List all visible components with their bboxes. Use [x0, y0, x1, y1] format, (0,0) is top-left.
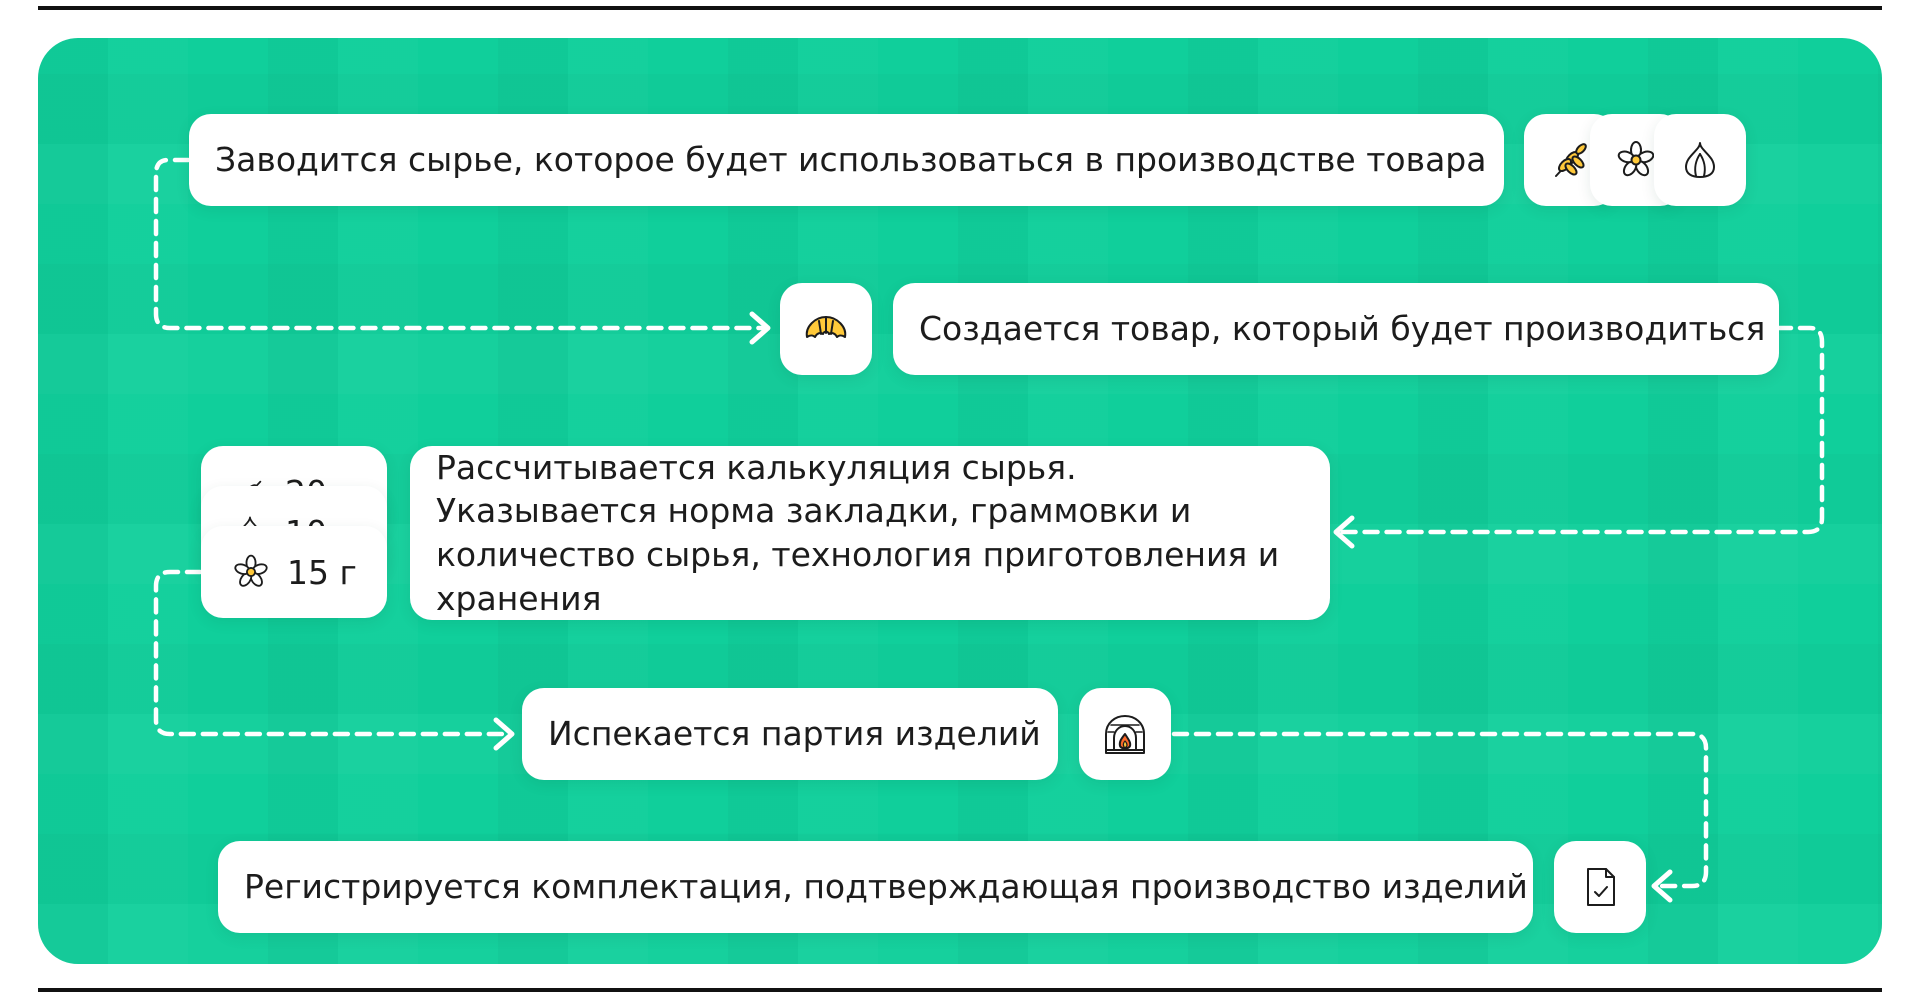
- step-complete: Регистрируется комплектация, подтверждаю…: [218, 841, 1533, 933]
- step-complete-text: Регистрируется комплектация, подтверждаю…: [244, 867, 1528, 907]
- top-rule: [38, 6, 1882, 10]
- step-bake-text: Испекается партия изделий: [548, 714, 1041, 754]
- step-calculation-text: Рассчитывается калькуляция сырья. Указыв…: [436, 447, 1280, 618]
- icon-card-oven: [1079, 688, 1171, 780]
- document-check-icon: [1587, 868, 1615, 906]
- step-bake: Испекается партия изделий: [522, 688, 1058, 780]
- step-raw-materials-text: Заводится сырье, которое будет использов…: [215, 140, 1487, 180]
- flower-icon: [234, 554, 268, 587]
- icon-card-garlic: [1654, 114, 1746, 206]
- arrowhead-to-product: [749, 311, 771, 345]
- step-raw-materials: Заводится сырье, которое будет использов…: [189, 114, 1504, 206]
- connector-raw-to-product: [153, 157, 769, 331]
- wheat-icon: [1555, 143, 1587, 177]
- arrowhead-to-calc: [1333, 515, 1355, 549]
- icon-card-croissant: [780, 283, 872, 375]
- bottom-rule: [38, 988, 1882, 992]
- quantity-card-flower: 15 г: [201, 526, 387, 618]
- flow-connectors: [153, 157, 1825, 903]
- arrowhead-to-complete: [1651, 869, 1673, 903]
- step-calculation: Рассчитывается калькуляция сырья. Указыв…: [410, 446, 1330, 620]
- step-product-text: Создается товар, который будет производи…: [919, 309, 1766, 349]
- connector-bake-to-complete: [1171, 731, 1709, 889]
- connector-calc-to-bake: [153, 569, 513, 737]
- arrowhead-to-bake: [493, 717, 515, 751]
- process-diagram: Заводится сырье, которое будет использов…: [38, 38, 1882, 964]
- flower-icon: [1617, 141, 1655, 177]
- step-product: Создается товар, который будет производи…: [893, 283, 1779, 375]
- quantity-flower-value: 15 г: [287, 552, 357, 592]
- icon-card-document: [1554, 841, 1646, 933]
- croissant-icon: [805, 316, 847, 338]
- oven-icon: [1105, 715, 1145, 754]
- garlic-icon: [1685, 142, 1715, 178]
- connector-product-to-calc: [1335, 325, 1825, 535]
